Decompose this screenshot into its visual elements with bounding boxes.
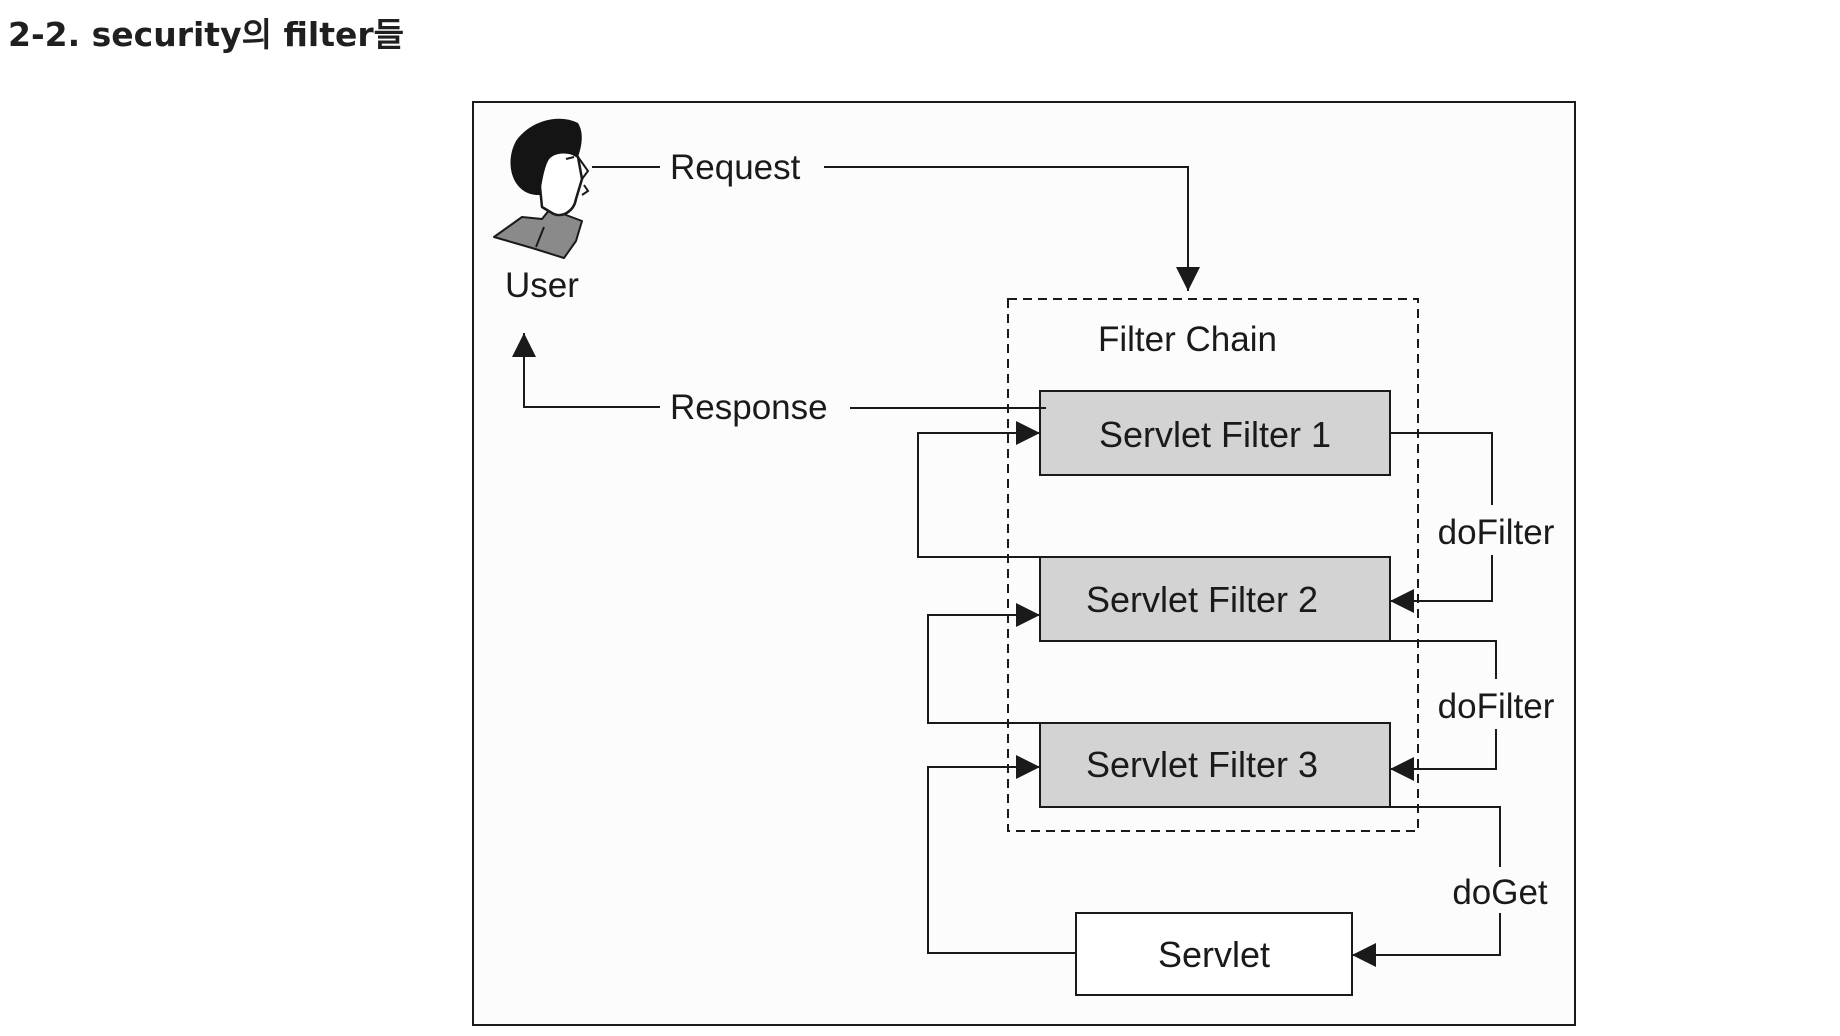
diagram-canvas: User Request Response Filter Chain Servl… xyxy=(472,101,1576,1026)
request-arrow xyxy=(592,166,1200,291)
servlet-filter-box-3 xyxy=(1039,722,1391,808)
dofilter-label-2: doFilter xyxy=(1438,687,1555,726)
response-arrow xyxy=(512,333,1046,409)
return-arrow-1 xyxy=(917,421,1040,558)
servlet-filter-box-2 xyxy=(1039,556,1391,642)
filter-chain-label: Filter Chain xyxy=(1098,320,1277,359)
return-arrow-3 xyxy=(927,755,1076,954)
servlet-box xyxy=(1075,912,1353,996)
dofilter-label-1: doFilter xyxy=(1438,513,1555,552)
request-label: Request xyxy=(670,148,801,187)
response-label: Response xyxy=(670,388,828,427)
return-arrow-2 xyxy=(927,603,1040,724)
section-heading: 2-2. security의 filter들 xyxy=(8,15,405,54)
servlet-filter-label-1: Servlet Filter 1 xyxy=(1099,414,1331,455)
filter-chain-diagram: User Request Response Filter Chain Servl… xyxy=(472,101,1576,1026)
servlet-filter-label-2: Servlet Filter 2 xyxy=(1086,579,1318,620)
doget-label: doGet xyxy=(1452,873,1548,912)
user-icon xyxy=(493,118,590,259)
diagram-frame xyxy=(472,101,1576,1026)
servlet-label: Servlet xyxy=(1158,934,1270,975)
filter-chain-container xyxy=(1007,298,1419,832)
servlet-filter-label-3: Servlet Filter 3 xyxy=(1086,744,1318,785)
user-label: User xyxy=(505,266,579,305)
